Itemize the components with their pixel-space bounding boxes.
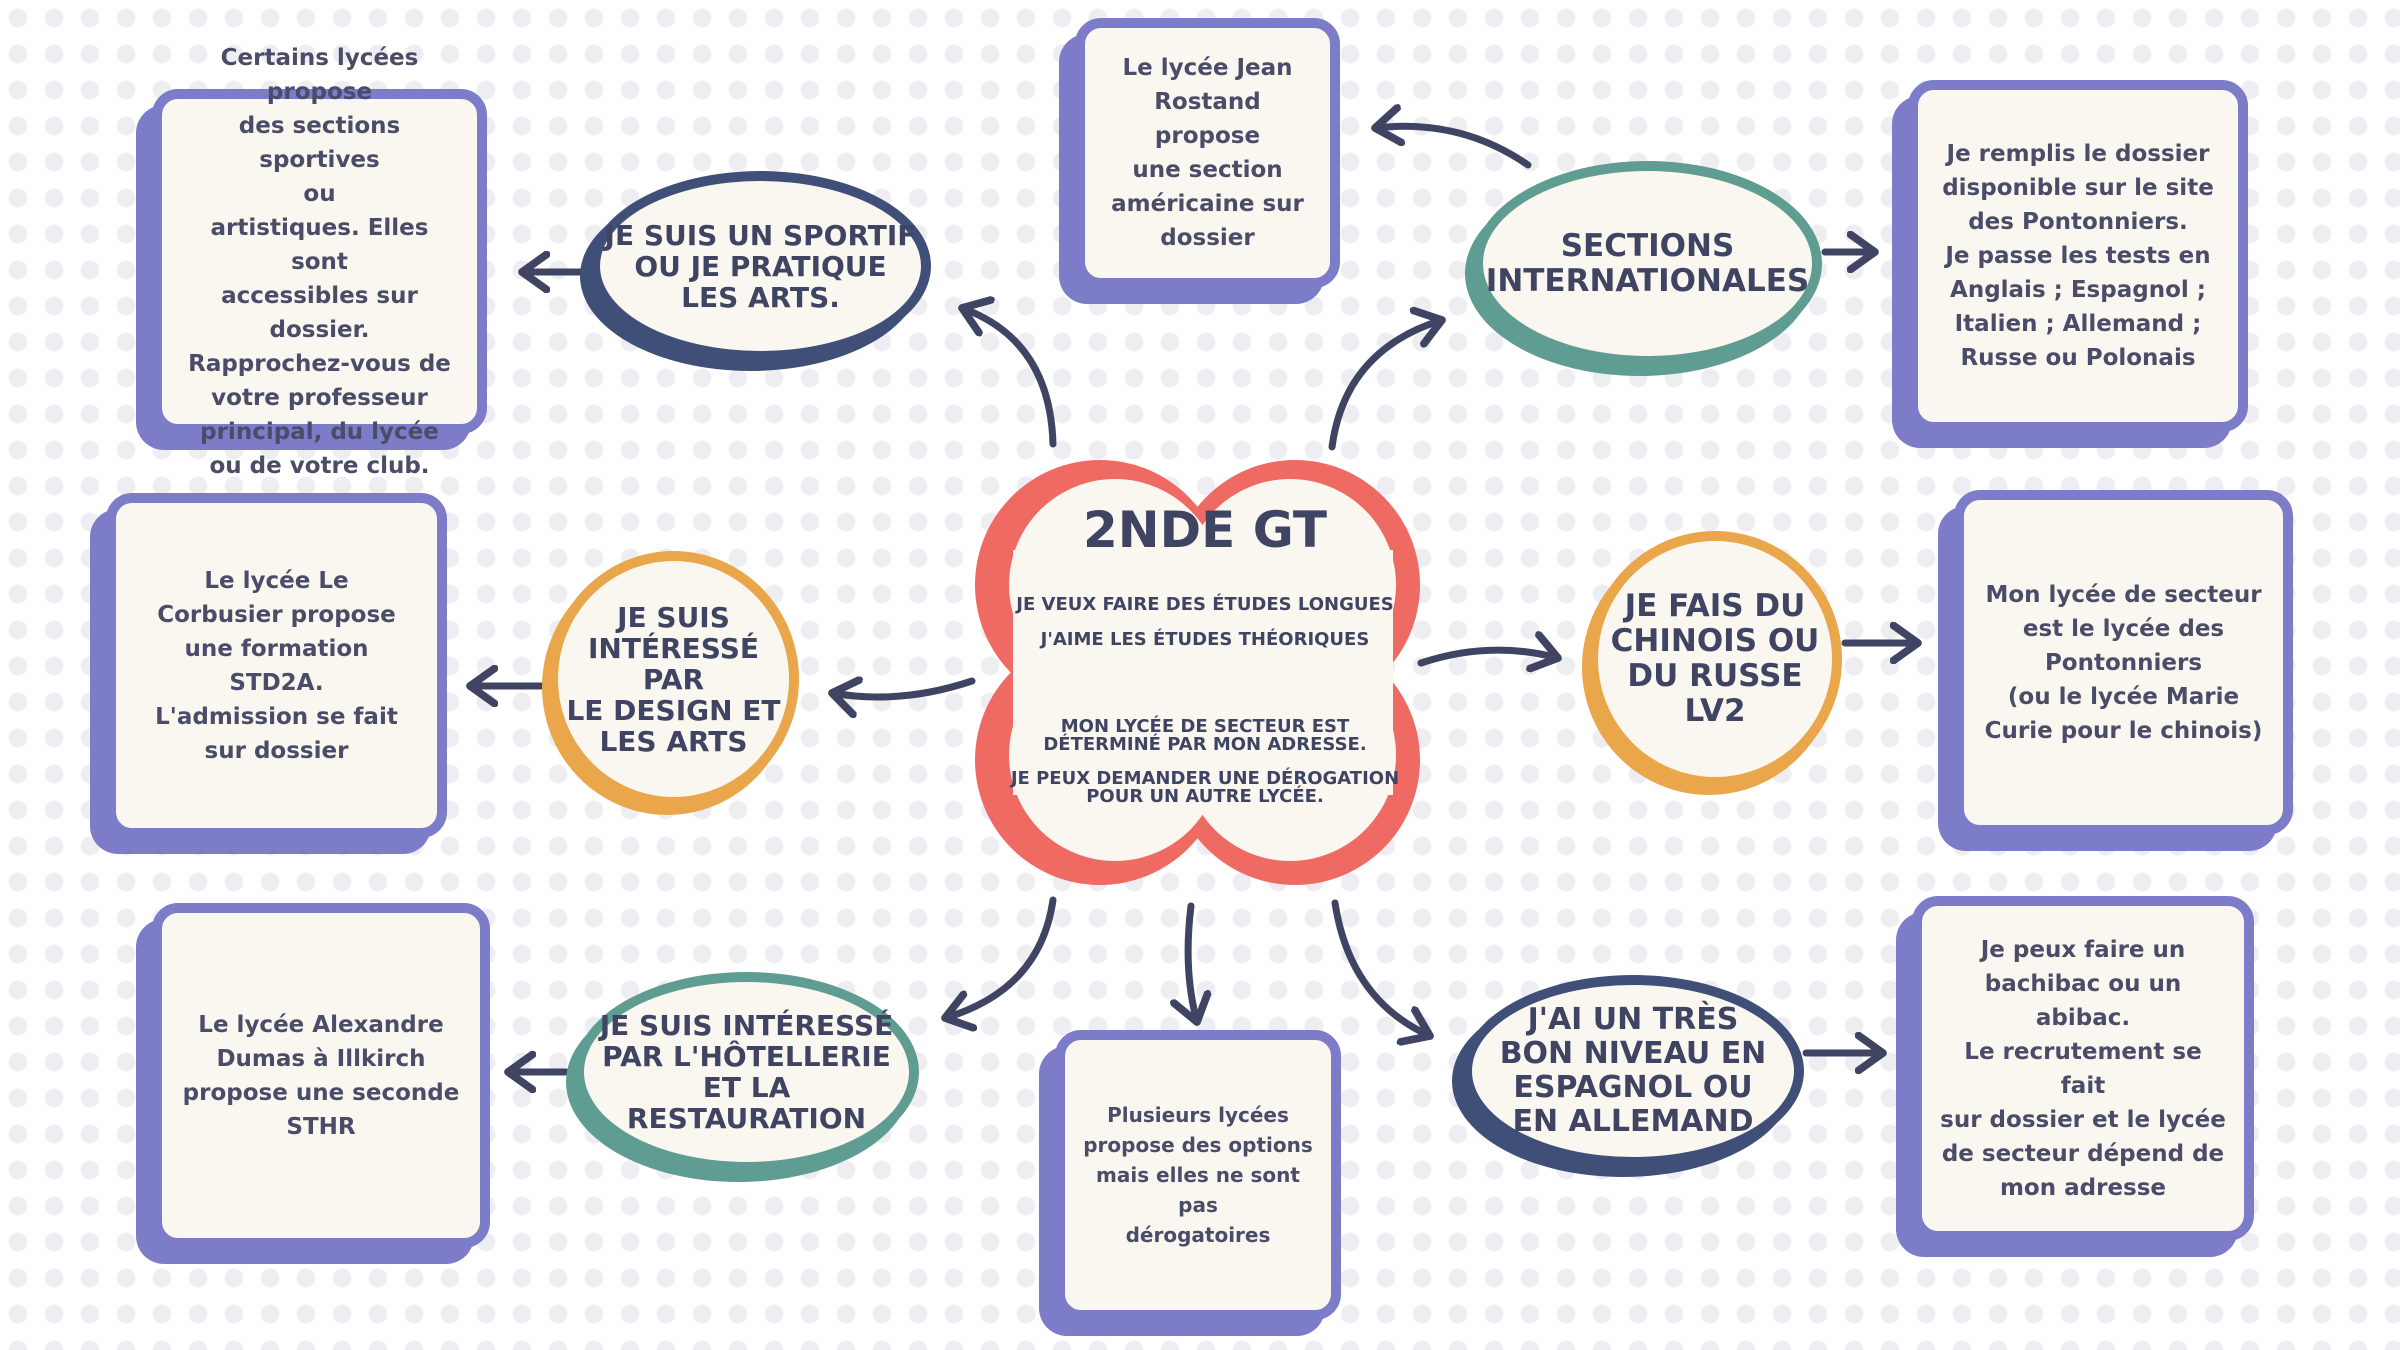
info-box-pontonniers-dossier: Je remplis le dossier disponible sur le … xyxy=(1892,80,2248,448)
info-text-sport: Certains lycées propose des sections spo… xyxy=(188,44,451,479)
info-box-sport: Certains lycées propose des sections spo… xyxy=(136,45,487,479)
info-box-dumas: Le lycée Alexandre Dumas à Illkirch prop… xyxy=(136,903,490,1264)
arrow-center-to-hotellerie xyxy=(945,896,1057,1018)
arrow-center-to-design xyxy=(832,681,976,697)
center-line-derogation: JE PEUX DEMANDER UNE DÉROGATION POUR UN … xyxy=(1010,768,1400,807)
arrow-center-to-sections xyxy=(1328,320,1442,451)
node-sport-arts: JE SUIS UN SPORTIF OU JE PRATIQUE LES AR… xyxy=(590,171,931,361)
info-box-options: Plusieurs lycées propose des options mai… xyxy=(1039,1030,1341,1336)
center-line-etudes-theoriques: J'AIME LES ÉTUDES THÉORIQUES xyxy=(1040,629,1370,650)
node-chinois-russe: JE FAIS DU CHINOIS OU DU RUSSE LV2 xyxy=(1588,531,1842,787)
arrow-center-to-options xyxy=(1188,902,1197,1022)
center-cloud-shape xyxy=(975,460,1420,885)
info-text-bachibac: Je peux faire un bachibac ou un abibac. … xyxy=(1940,936,2226,1201)
node-hotellerie: JE SUIS INTÉRESSÉ PAR L'HÔTELLERIE ET LA… xyxy=(574,972,919,1172)
arrow-center-to-espagnol xyxy=(1331,899,1430,1036)
node-espagnol-allemand: J'AI UN TRÈS BON NIVEAU EN ESPAGNOL OU E… xyxy=(1462,975,1804,1167)
info-box-rostand: Le lycée Jean Rostand propose une sectio… xyxy=(1059,18,1340,304)
arrow-center-to-sport xyxy=(962,308,1057,448)
node-design-arts: JE SUIS INTÉRESSÉ PAR LE DESIGN ET LES A… xyxy=(548,551,799,807)
center-title: 2NDE GT xyxy=(1083,501,1327,559)
info-text-options: Plusieurs lycées propose des options mai… xyxy=(1083,1103,1313,1247)
arrow-sections-to-rostand xyxy=(1375,126,1532,169)
node-sections-internationales: SECTIONS INTERNATIONALES xyxy=(1473,161,1822,366)
info-box-bachibac: Je peux faire un bachibac ou un abibac. … xyxy=(1896,896,2254,1257)
info-text-rostand: Le lycée Jean Rostand propose une sectio… xyxy=(1111,55,1304,251)
center-line-etudes-longues: JE VEUX FAIRE DES ÉTUDES LONGUES xyxy=(1016,594,1394,615)
info-text-pontonniers-dossier: Je remplis le dossier disponible sur le … xyxy=(1942,141,2214,371)
center-line-lycee-secteur: MON LYCÉE DE SECTEUR EST DÉTERMINÉ PAR M… xyxy=(1043,716,1367,755)
info-text-secteur: Mon lycée de secteur est le lycée des Po… xyxy=(1984,581,2263,744)
info-box-secteur: Mon lycée de secteur est le lycée des Po… xyxy=(1938,490,2293,851)
info-text-dumas: Le lycée Alexandre Dumas à Illkirch prop… xyxy=(182,1011,460,1140)
info-box-corbusier: Le lycée Le Corbusier propose une format… xyxy=(90,493,447,854)
arrow-center-to-chinois xyxy=(1417,650,1558,663)
info-text-corbusier: Le lycée Le Corbusier propose une format… xyxy=(155,567,398,764)
